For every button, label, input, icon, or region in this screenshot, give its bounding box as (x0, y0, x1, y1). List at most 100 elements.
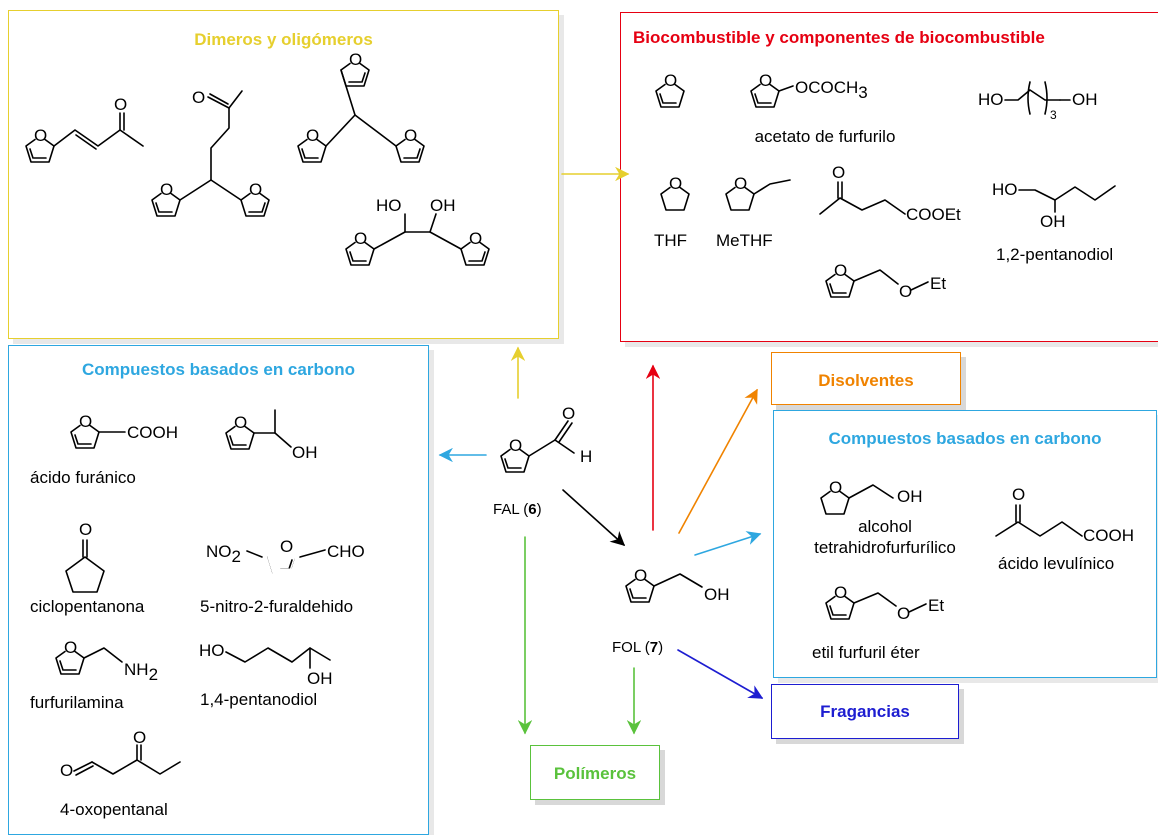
svg-text:HO: HO (376, 196, 402, 215)
carbon-left-title: Compuestos basados en carbono (82, 360, 355, 379)
thfa-structure: O OH (821, 478, 923, 514)
svg-text:O: O (133, 728, 146, 747)
levulinic-acid: O COOH (995, 485, 1134, 545)
svg-text:O: O (562, 404, 575, 423)
svg-text:Et: Et (928, 596, 944, 615)
svg-text:NH2: NH2 (124, 660, 158, 684)
acetate-name: acetato de furfurilo (754, 127, 896, 146)
svg-text:HO: HO (992, 180, 1018, 199)
svg-text:O: O (64, 638, 77, 657)
ethyl-furfuryl-ether-name: etil furfuril éter (812, 643, 920, 662)
svg-text:O: O (899, 282, 912, 301)
svg-text:O: O (280, 537, 293, 556)
thf-name: THF (654, 231, 688, 250)
ethyl-furfuryl-ether-biofuel: O O Et (826, 261, 946, 301)
svg-text:OH: OH (897, 487, 923, 506)
svg-text:O: O (60, 761, 73, 780)
carbon-right-box: Compuestos basados en carbono (773, 410, 1157, 678)
methf-molecule: O (726, 174, 791, 210)
svg-text:O: O (404, 126, 417, 145)
nitrofuraldehyde-name: 5-nitro-2-furaldehido (200, 597, 354, 616)
svg-text:O: O (829, 478, 842, 497)
solvents-box: Disolventes (771, 352, 961, 405)
svg-text:3: 3 (1050, 108, 1057, 122)
svg-text:O: O (897, 604, 910, 623)
svg-text:O: O (832, 163, 845, 182)
fol-number: 7 (649, 639, 659, 656)
svg-text:COOEt: COOEt (906, 205, 961, 224)
svg-text:O: O (1012, 485, 1025, 504)
svg-text:HO: HO (199, 641, 225, 660)
svg-text:NO2: NO2 (206, 542, 241, 566)
carbon-right-title: Compuestos basados en carbono (828, 429, 1102, 448)
svg-text:O: O (249, 180, 262, 199)
svg-text:OH: OH (307, 669, 333, 688)
furoic-acid: O COOH (71, 412, 178, 448)
svg-text:O: O (509, 436, 522, 455)
furan-molecule: O (656, 71, 684, 107)
svg-text:O: O (114, 95, 127, 114)
pentanediol-14-name: 1,4-pentanodiol (200, 690, 318, 709)
svg-text:OH: OH (292, 443, 318, 462)
thf-molecule: O (661, 174, 689, 210)
solvents-title: Disolventes (818, 371, 914, 390)
svg-text:HO: HO (978, 90, 1004, 109)
pentanediol-15: HO 3 OH (978, 81, 1098, 122)
svg-text:O: O (160, 180, 173, 199)
ethyl-furfuryl-ether-right: O O Et (826, 583, 944, 623)
svg-text:O: O (834, 261, 847, 280)
svg-text:O: O (664, 71, 677, 90)
svg-text:O: O (79, 520, 92, 539)
svg-text:O: O (354, 229, 367, 248)
svg-text:OH: OH (1040, 212, 1066, 231)
dimer-difurylhexanone: O O O (152, 88, 269, 216)
nitrofuraldehyde: NO2 O CHO (206, 537, 365, 573)
svg-text:O: O (192, 88, 205, 107)
arrow-to-carbon-right (694, 531, 762, 556)
svg-text:O: O (734, 174, 747, 193)
ethyl-levulinate: O COOEt (819, 163, 961, 224)
furfurylamine-name: furfurilamina (30, 693, 124, 712)
svg-text:OCOCH3: OCOCH3 (795, 78, 868, 102)
furoic-acid-name: ácido furánico (30, 468, 136, 487)
fragrances-title: Fragancias (820, 702, 910, 721)
svg-text:COOH: COOH (127, 423, 178, 442)
cyclopentanone-name: ciclopentanona (30, 597, 145, 616)
svg-text:O: O (349, 50, 362, 69)
svg-text:OH: OH (1072, 90, 1098, 109)
fol-close: ) (658, 639, 664, 656)
svg-text:H: H (580, 447, 592, 466)
svg-text:OH: OH (430, 196, 456, 215)
dimer-trifurylmethane: O O O (298, 50, 424, 162)
svg-text:Et: Et (930, 274, 946, 293)
oxopentanal-name: 4-oxopentanal (60, 800, 168, 819)
fol-structure: O OH (626, 566, 730, 604)
dimer-furoin-diol: O O HO OH (346, 196, 489, 265)
svg-text:O: O (759, 71, 772, 90)
arrow-fal-to-fol (562, 489, 626, 546)
svg-text:O: O (669, 174, 682, 193)
svg-text:O: O (234, 413, 247, 432)
svg-text:O: O (79, 412, 92, 431)
svg-text:O: O (34, 126, 47, 145)
fal-structure: O O H (501, 404, 592, 472)
dimer-furylbutenone: O O (26, 95, 144, 162)
svg-text:O: O (634, 566, 647, 585)
fol-label: FOL (7) (612, 639, 663, 656)
oxopentanal: O O (60, 728, 181, 780)
pentanediol-14: HO OH (199, 641, 333, 688)
furylethanol: O OH (226, 409, 318, 462)
furfuryl-acetate: O OCOCH3 (751, 71, 868, 107)
arrow-to-fragrances (677, 649, 764, 699)
furfurylamine: O NH2 (56, 638, 158, 684)
thfa-name-line2: tetrahidrofurfurílico (814, 538, 956, 557)
arrows (438, 166, 764, 735)
pentanediol-12-name: 1,2-pentanodiol (996, 245, 1114, 264)
arrow-to-solvents (678, 388, 758, 534)
svg-text:COOH: COOH (1083, 526, 1134, 545)
fal-number: 6 (528, 501, 537, 518)
svg-text:O: O (834, 583, 847, 602)
levulinic-acid-name: ácido levulínico (998, 554, 1115, 573)
biofuel-title: Biocombustible y componentes de biocombu… (633, 28, 1045, 47)
